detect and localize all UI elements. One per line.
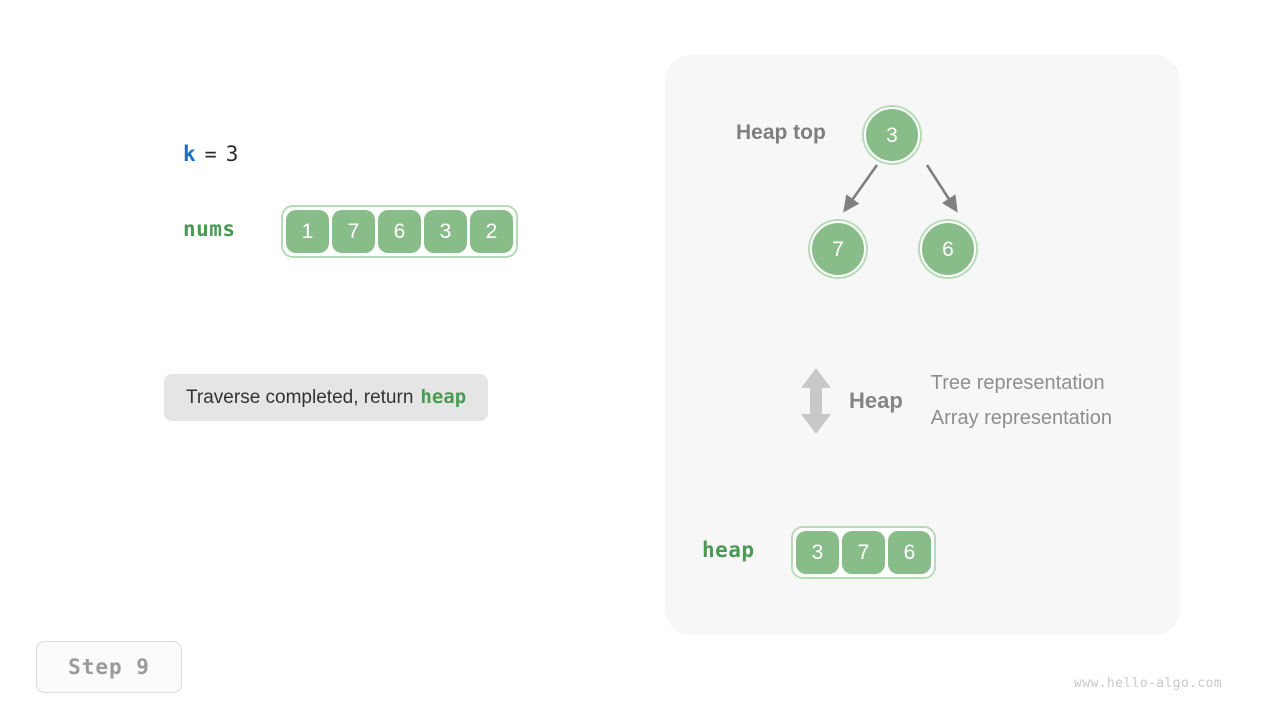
nums-array: 1 7 6 3 2	[281, 205, 518, 258]
status-message-code: heap	[420, 386, 467, 408]
heap-array: 3 7 6	[791, 526, 936, 579]
watermark: www.hello-algo.com	[1074, 676, 1223, 691]
edge-root-to-right	[925, 164, 958, 213]
representation-line-array: Array representation	[930, 407, 1112, 429]
representation-line-tree: Tree representation	[930, 372, 1105, 394]
nums-cell-4: 2	[470, 210, 513, 253]
tree-node-right-child: 6	[920, 221, 976, 277]
nums-cell-2: 6	[378, 210, 421, 253]
heap-label: heap	[702, 538, 755, 562]
heap-cell-2: 6	[888, 531, 931, 574]
variable-k-value: 3	[225, 142, 239, 166]
heap-top-label: Heap top	[736, 121, 826, 144]
heap-cell-1: 7	[842, 531, 885, 574]
representation-legend: Heap Tree representation Array represent…	[797, 366, 1112, 436]
nums-label: nums	[183, 217, 236, 241]
tree-node-left-child: 7	[810, 221, 866, 277]
nums-cell-3: 3	[424, 210, 467, 253]
representation-title: Heap	[849, 388, 903, 413]
status-message-text: Traverse completed, return	[186, 387, 414, 408]
variable-k-row: k = 3	[183, 142, 238, 166]
edge-root-to-left	[843, 164, 879, 213]
tree-edges	[843, 164, 958, 213]
tree-node-root: 3	[864, 107, 920, 163]
representation-lines: Tree representation Array representation	[931, 372, 1112, 430]
nums-cell-1: 7	[332, 210, 375, 253]
up-down-arrow-icon	[801, 368, 831, 434]
nums-cell-0: 1	[286, 210, 329, 253]
variable-k-equals: =	[204, 142, 217, 166]
status-message: Traverse completed, return heap	[164, 374, 489, 421]
heap-cell-0: 3	[796, 531, 839, 574]
step-badge: Step 9	[36, 641, 182, 693]
variable-k-name: k	[183, 142, 196, 166]
